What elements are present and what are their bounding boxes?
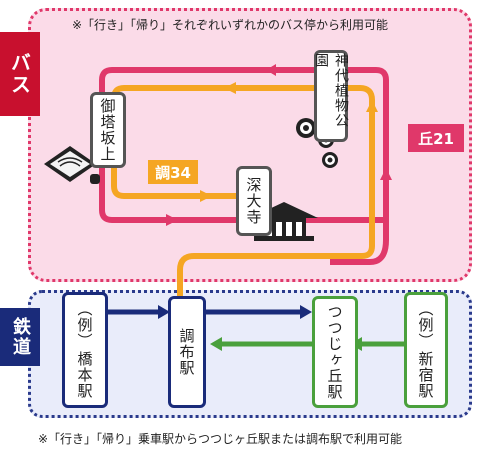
stop-tougezaka: 御塔坂上 [90, 92, 126, 168]
orange-arrow-right [200, 190, 212, 202]
pink-route-tail [330, 239, 389, 265]
soba-icon [44, 146, 100, 184]
station-hashimoto: （例） 橋本駅 [62, 292, 108, 408]
station-hashimoto-example: （例） [75, 301, 94, 349]
stop-jindai-botanical: 神代植物公園 [313, 50, 349, 142]
station-shinjuku: （例） 新宿駅 [404, 292, 448, 408]
station-shinjuku-example: （例） [416, 301, 435, 349]
flower-icon [296, 118, 316, 138]
pink-arrow-bottom [166, 214, 178, 226]
route-badge-cho34: 調34 [148, 160, 198, 184]
stop-jindaiji: 深大寺 [236, 166, 272, 236]
station-tsutsujigaoka: つつじヶ丘駅 [312, 296, 358, 408]
bus-label: バス [0, 32, 40, 116]
station-shinjuku-name: 新宿駅 [416, 351, 435, 399]
orange-arrow-left [224, 82, 236, 94]
bus-note: ※「行き」「帰り」それぞれいずれかのバス停から利用可能 [72, 18, 389, 32]
pink-arrow-right [380, 168, 392, 180]
rail-green-arrow-1 [210, 337, 222, 351]
station-chofu: 調布駅 [168, 296, 206, 408]
pink-arrow-top [266, 64, 276, 76]
orange-arrow-up [366, 100, 378, 112]
rail-blue-arrow-2 [300, 305, 312, 319]
rail-blue-arrow-1 [158, 305, 170, 319]
rail-label: 鉄道 [0, 308, 40, 366]
station-hashimoto-name: 橋本駅 [75, 351, 94, 399]
pink-route-line [99, 67, 389, 240]
flower-icon [322, 152, 338, 168]
rail-note: ※「行き」「帰り」乗車駅からつつじヶ丘駅または調布駅で利用可能 [38, 432, 403, 446]
route-badge-oka21: 丘21 [408, 124, 464, 152]
orange-route-line [111, 85, 375, 300]
